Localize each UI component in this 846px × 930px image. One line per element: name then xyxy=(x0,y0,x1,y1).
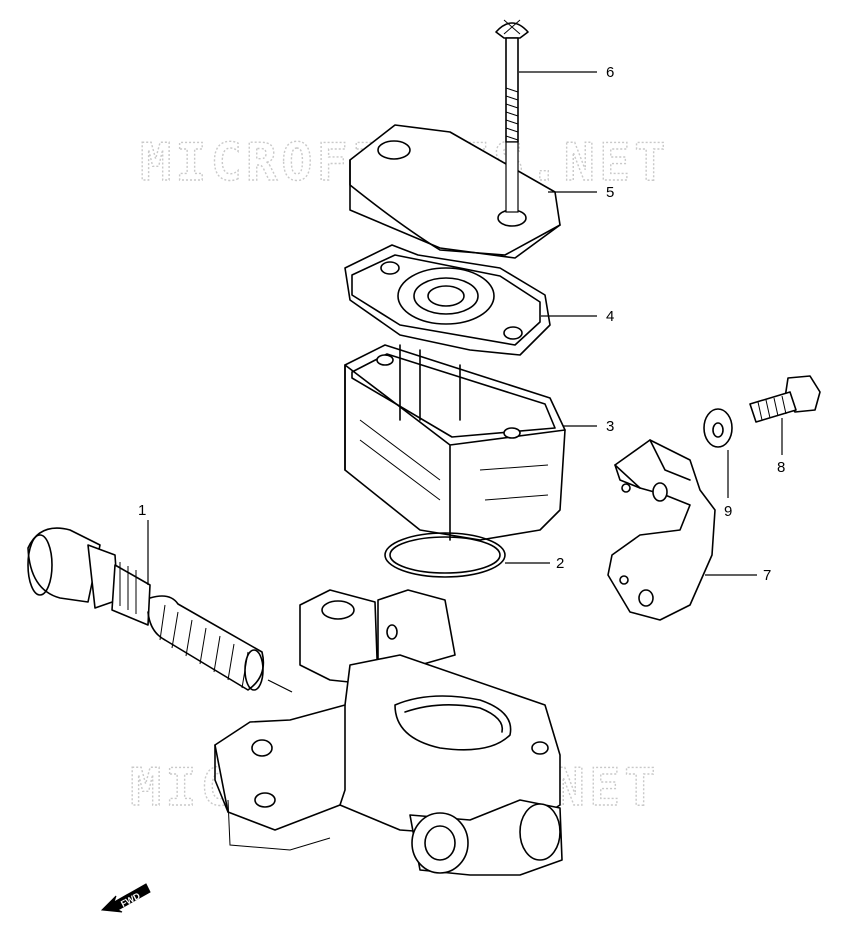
callout-7: 7 xyxy=(763,567,771,584)
callout-1: 1 xyxy=(138,502,146,519)
leader-lines xyxy=(147,71,783,693)
callout-8: 8 xyxy=(777,459,785,476)
part-2-o-ring xyxy=(384,532,506,578)
part-9-washer xyxy=(703,408,733,448)
master-cylinder-main-body xyxy=(214,589,563,876)
callout-5: 5 xyxy=(606,184,614,201)
fwd-arrow-icon: FWD xyxy=(100,883,151,913)
callout-3: 3 xyxy=(606,418,614,435)
part-4-diaphragm xyxy=(344,244,551,356)
part-3-reservoir-body xyxy=(344,344,566,541)
callout-2: 2 xyxy=(556,555,564,572)
part-1-piston-assembly xyxy=(27,527,265,691)
part-5-reservoir-cover xyxy=(349,124,561,259)
callout-6: 6 xyxy=(606,64,614,81)
part-8-bolt xyxy=(749,375,821,423)
callout-4: 4 xyxy=(606,308,614,325)
part-7-clamp xyxy=(607,439,716,621)
callout-9: 9 xyxy=(724,503,732,520)
part-6-screw xyxy=(495,19,529,143)
